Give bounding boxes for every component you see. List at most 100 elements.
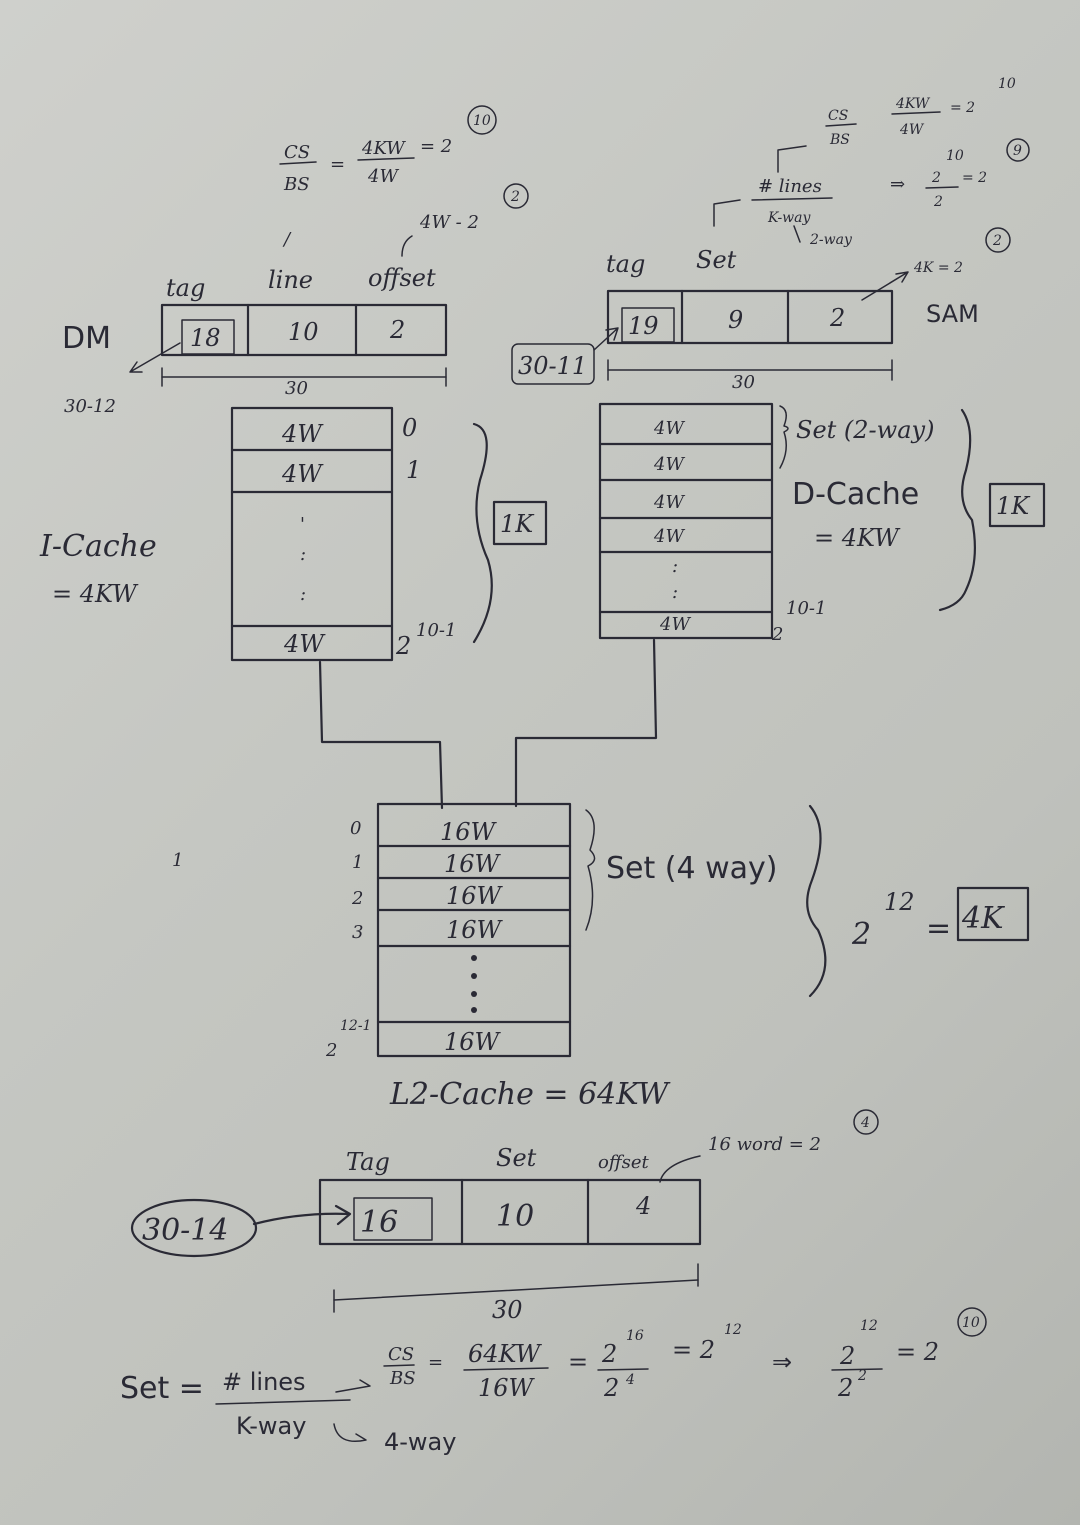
l2-pow-base: 2: [851, 917, 871, 952]
icache-box: [230, 406, 394, 662]
l2-width: 30: [492, 1296, 523, 1324]
sam-top-4kw: 4KW: [895, 96, 931, 112]
sam-top-bs: BS: [829, 132, 850, 148]
sam-f-set: 9: [728, 306, 743, 334]
formula-implies: ⇒: [772, 1348, 792, 1376]
formula-f3-top: 2: [839, 1342, 855, 1370]
l2-count-box: [956, 886, 1030, 942]
l2-idx-2: 2: [351, 888, 363, 909]
l2-pow-exp: 12: [884, 888, 915, 916]
dm-4w: 4W: [367, 166, 399, 187]
set-formula: Set = # lines K-way 4-way CS BS = 64KW 1…: [120, 1307, 987, 1456]
formula-lines: # lines: [222, 1368, 306, 1396]
l2-name: L2-Cache = 64KW: [389, 1077, 671, 1112]
icache-name: I-Cache: [39, 529, 157, 564]
sam-top-cs: CS: [828, 108, 848, 124]
formula-kway: K-way: [236, 1412, 306, 1440]
dcache-row-0: 4W: [653, 418, 685, 439]
formula-eq2: =: [568, 1348, 588, 1376]
sam-offset-circle: 2: [992, 233, 1002, 249]
l2-h-set: Set: [496, 1144, 537, 1172]
dcache-box: [598, 402, 774, 640]
dm-slash: /: [282, 229, 292, 250]
dm-offset-note: 4W - 2: [419, 212, 479, 233]
icache-dots-1: ': [300, 514, 305, 535]
sam-top-exp: 10: [998, 76, 1016, 92]
l2-h-tag: Tag: [346, 1148, 390, 1176]
l2-row-last: 16W: [444, 1028, 502, 1056]
icache-dots-2: :: [300, 544, 306, 565]
l2-box: [376, 802, 572, 1058]
sam-top-pow: = 2: [950, 100, 975, 116]
l2-tag-note-oval: [130, 1198, 258, 1258]
dcache-name: D-Cache: [792, 477, 919, 512]
l2-set-note: Set (4 way): [606, 851, 778, 886]
l2-dot-1: [471, 955, 477, 961]
sam-arrow-circle: 9: [1013, 143, 1022, 159]
l2-idx-0: 0: [350, 818, 361, 839]
dcache-dots-1: :: [672, 556, 678, 577]
l2-address-box: [318, 1178, 702, 1246]
sam-arrow-bottom: 2: [933, 194, 943, 210]
sam-arrow-result: = 2: [962, 170, 987, 186]
formula-f3-bottom: 2: [837, 1374, 853, 1402]
l2-dot-3: [471, 991, 477, 997]
l2-row-2: 16W: [446, 882, 504, 910]
formula-f3-bottom-exp: 2: [857, 1368, 867, 1384]
formula-kway-note: 4-way: [384, 1428, 456, 1456]
l2-tag-note: 30-14: [142, 1213, 228, 1248]
dm-width: 30: [285, 378, 308, 399]
formula-f2-top: 2: [601, 1340, 617, 1368]
formula-f1-top: 64KW: [468, 1340, 543, 1368]
dcache-row-3: 4W: [653, 526, 685, 547]
sam-2way: 2-way: [809, 232, 853, 248]
formula-f2-bottom-exp: 4: [625, 1372, 635, 1388]
icache-idx-last: 2: [395, 632, 411, 660]
dcache-count-box: [988, 482, 1046, 528]
sam-arrow-top: 2: [931, 170, 941, 186]
l2-idx-last-exp: 12-1: [340, 1018, 371, 1034]
dm-cs: CS: [284, 142, 310, 163]
formula-f2-top-exp: 16: [626, 1328, 644, 1344]
formula-eq3: = 2: [672, 1336, 715, 1364]
formula-set: Set =: [120, 1371, 204, 1406]
sam-kway: K-way: [767, 210, 812, 226]
l2-mark: 1: [172, 850, 183, 871]
sam-address-box: [606, 289, 894, 345]
icache-dots-3: :: [300, 584, 306, 605]
dm-offset-circle: 2: [510, 189, 520, 205]
formula-circle: 10: [962, 1315, 980, 1331]
l2-offset-note: 16 word = 2: [708, 1134, 821, 1155]
sam-label: SAM: [926, 300, 979, 328]
formula-f3-top-exp: 12: [860, 1318, 878, 1334]
icache-row-last: 4W: [283, 630, 326, 658]
l2-row-0: 16W: [440, 818, 498, 846]
dcache-row-1: 4W: [653, 454, 685, 475]
dcache-row-last: 4W: [659, 614, 691, 635]
l2-h-offset: offset: [598, 1152, 649, 1173]
sam-offset-note: 4K = 2: [913, 260, 963, 276]
sam-tag-note: 30-11: [518, 352, 587, 380]
icache-row-1: 4W: [281, 460, 324, 488]
dcache-row-2: 4W: [653, 492, 685, 513]
formula-eq1: =: [428, 1352, 443, 1373]
sam-f-tag: 19: [628, 312, 659, 340]
sam-h-tag: tag: [606, 250, 645, 278]
l2-row-3: 16W: [446, 916, 504, 944]
dcache-idx-last-exp: 10-1: [786, 598, 826, 619]
dm-circle-10: 10: [473, 113, 491, 129]
dcache-idx-last: 2: [771, 624, 783, 645]
sam-implies: ⇒: [890, 174, 905, 195]
dm-label: DM: [62, 321, 111, 356]
icache: 4W 4W 4W ' : : 0 1 2 10-1 1K I-Cache = 4…: [39, 406, 548, 662]
sam-arrow-exp: 10: [946, 148, 964, 164]
dcache-count: 1K: [996, 492, 1031, 520]
l2-pow-eq: =: [926, 911, 951, 946]
formula-cs: CS: [388, 1344, 414, 1365]
l2-idx-last: 2: [325, 1040, 337, 1061]
dcache: 4W 4W 4W 4W 4W : : Set (2-way) D-Cache =…: [598, 402, 1046, 645]
icache-row-0: 4W: [281, 420, 324, 448]
l2-dot-2: [471, 973, 477, 979]
icache-idx-1: 1: [406, 456, 421, 484]
